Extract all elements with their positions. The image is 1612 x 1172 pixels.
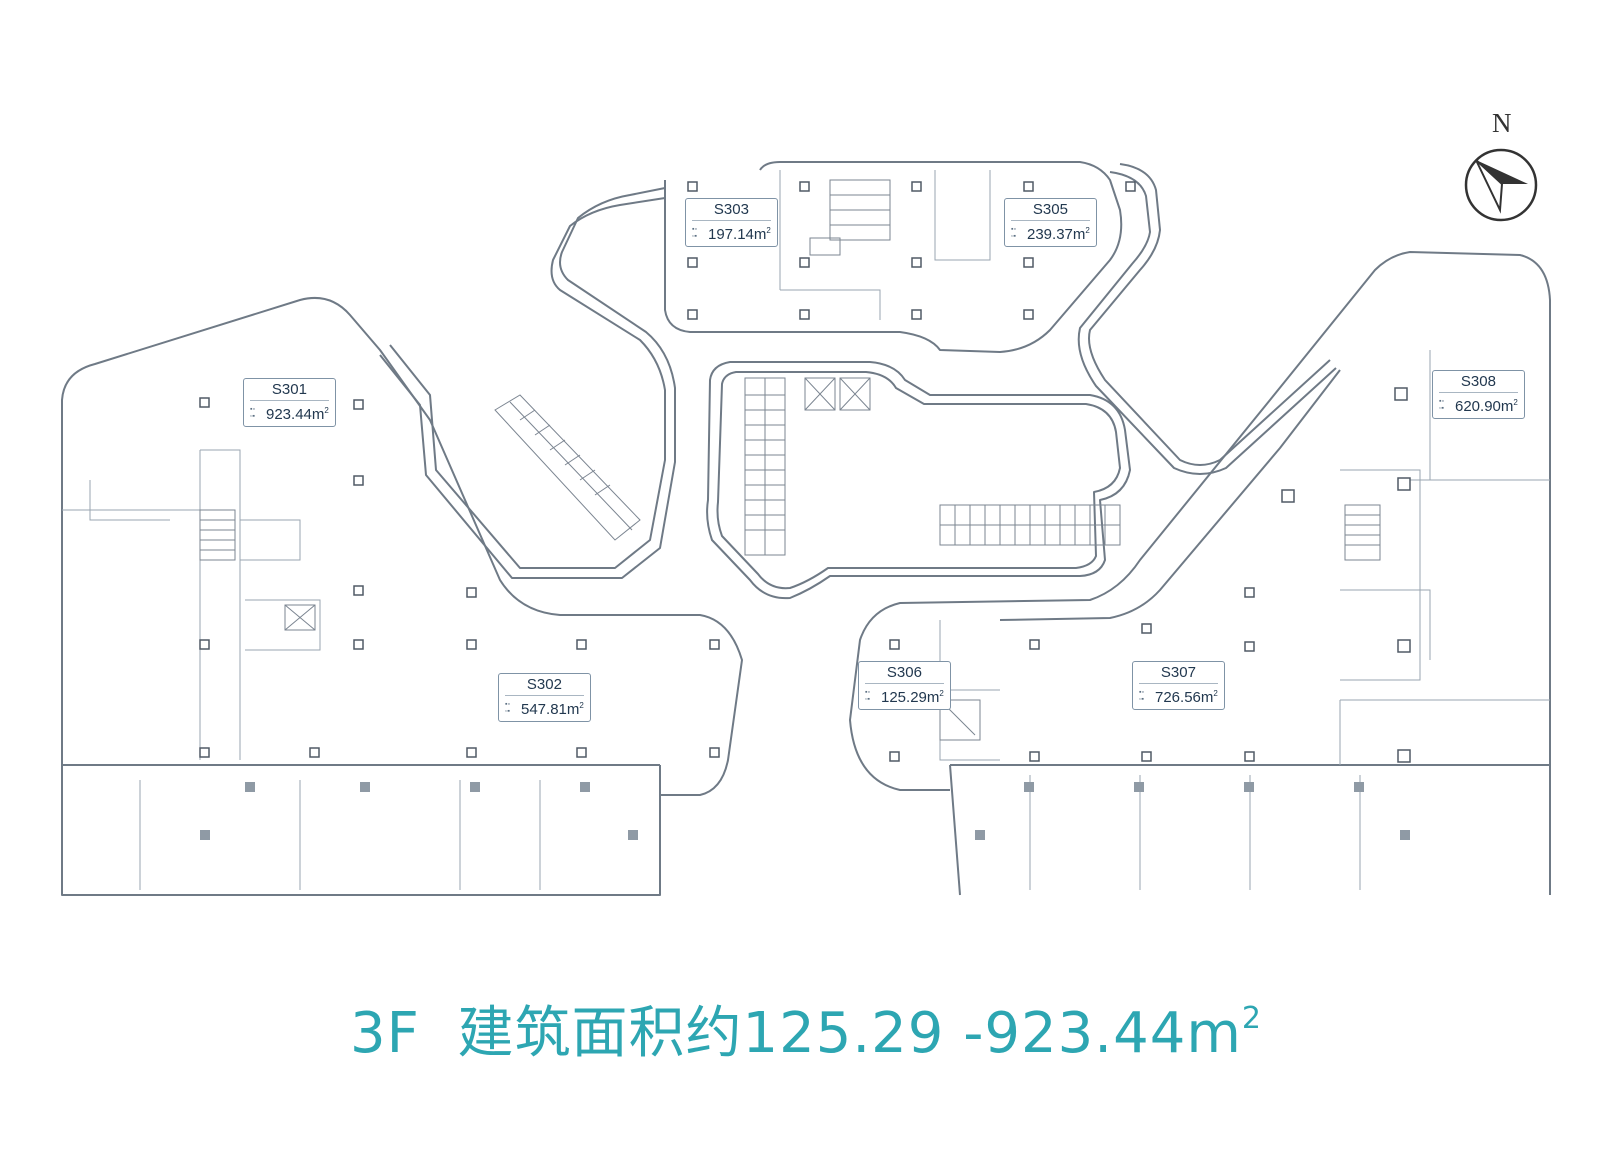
- escalator-west: [494, 394, 641, 541]
- lift-north: [809, 237, 841, 256]
- north-compass: N: [1462, 108, 1540, 222]
- compass-arrow-icon: [1464, 148, 1538, 222]
- atrium-inner: [716, 371, 1121, 590]
- unit-label-s308: S308 ▪▫▫▪ 620.90m2: [1432, 370, 1525, 419]
- escalator-north: [829, 179, 891, 241]
- lift-west: [284, 604, 316, 631]
- stair-south: [939, 699, 981, 741]
- floor-label: 3F: [350, 1001, 420, 1066]
- unit-code: S306: [865, 664, 944, 684]
- west-corridor-outer: [379, 187, 676, 579]
- area-unit-sup: 2: [1241, 1001, 1262, 1036]
- unit-area: 620.90m2: [1455, 398, 1518, 415]
- unit-code: S302: [505, 676, 584, 696]
- podium-east: [949, 764, 1551, 896]
- west-corridor-inner: [389, 197, 666, 569]
- unit-code: S303: [692, 201, 771, 221]
- north-block-outline: [664, 161, 1123, 353]
- lift-atrium: [804, 377, 871, 411]
- area-tag-icon: ▪▫▫▪: [1011, 225, 1016, 240]
- west-block-outline: [61, 296, 743, 796]
- area-tag-icon: ▪▫▫▪: [505, 700, 510, 715]
- unit-code: S308: [1439, 373, 1518, 393]
- unit-area: 239.37m2: [1027, 226, 1090, 243]
- unit-label-s302: S302 ▪▫▫▪ 547.81m2: [498, 673, 591, 722]
- area-tag-icon: ▪▫▫▪: [865, 688, 870, 703]
- unit-label-s305: S305 ▪▫▫▪ 239.37m2: [1004, 198, 1097, 247]
- area-tag-icon: ▪▫▫▪: [692, 225, 697, 240]
- area-range-text: 建筑面积约125.29 -923.44m: [457, 1001, 1242, 1066]
- north-label: N: [1492, 108, 1512, 138]
- podium-west: [61, 764, 661, 896]
- unit-code: S307: [1139, 664, 1218, 684]
- area-tag-icon: ▪▫▫▪: [1439, 397, 1444, 412]
- east-corridor: [999, 369, 1341, 621]
- escalator-atrium-v: [744, 377, 786, 556]
- north-corridor-outer: [1088, 163, 1331, 466]
- unit-area: 923.44m2: [266, 406, 329, 423]
- unit-label-s301: S301 ▪▫▫▪ 923.44m2: [243, 378, 336, 427]
- stair-east: [1344, 504, 1381, 561]
- unit-area: 547.81m2: [521, 701, 584, 718]
- unit-code: S305: [1011, 201, 1090, 221]
- floor-area-caption: 3F 建筑面积约125.29 -923.44m2: [0, 988, 1612, 1069]
- unit-label-s303: S303 ▪▫▫▪ 197.14m2: [685, 198, 778, 247]
- unit-area: 726.56m2: [1155, 689, 1218, 706]
- unit-area: 197.14m2: [708, 226, 771, 243]
- unit-code: S301: [250, 381, 329, 401]
- north-corridor-inner: [1077, 171, 1337, 475]
- east-block-outline: [849, 251, 1551, 791]
- unit-area: 125.29m2: [881, 689, 944, 706]
- unit-label-s306: S306 ▪▫▫▪ 125.29m2: [858, 661, 951, 710]
- area-tag-icon: ▪▫▫▪: [250, 405, 255, 420]
- unit-label-s307: S307 ▪▫▫▪ 726.56m2: [1132, 661, 1225, 710]
- atrium-outline: [706, 361, 1131, 600]
- stair-west: [199, 509, 236, 561]
- area-tag-icon: ▪▫▫▪: [1139, 688, 1144, 703]
